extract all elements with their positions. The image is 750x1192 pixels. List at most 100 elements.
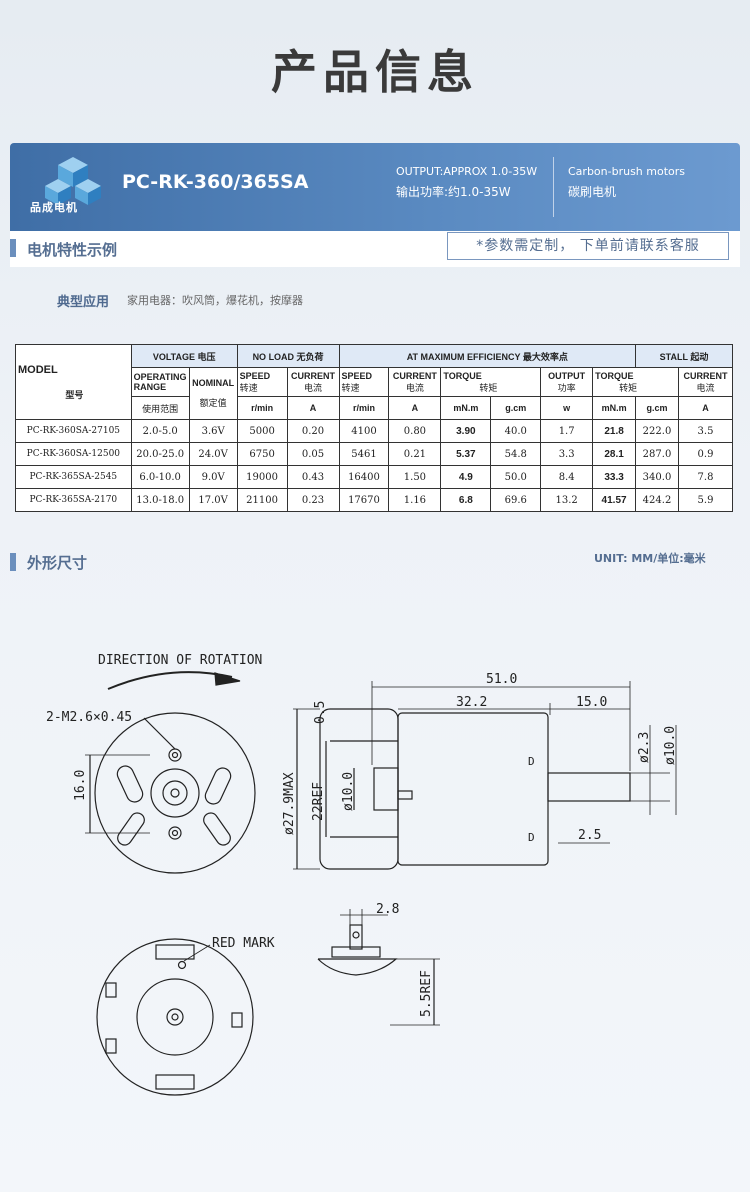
unit-mnm-2: mN.m [592,396,637,420]
value-cell: 50.0 [490,465,542,489]
unit-a: A [286,396,340,420]
page-title: 产品信息 [271,45,479,99]
model-cell: PC-RK-365SA-2170 [15,488,132,512]
value-cell: 2.0-5.0 [130,419,190,443]
value-cell: 3.6V [188,419,238,443]
value-cell: 19000 [236,465,288,489]
dim-22: 22REF [311,782,326,821]
custom-notice: *参数需定制， 下单前请联系客服 [447,232,729,260]
value-cell: 1.50 [388,465,442,489]
unit-gcm-2: g.cm [635,396,679,420]
unit-w: w [540,396,594,420]
banner-divider [553,157,554,217]
direction-label: DIRECTION OF ROTATION [98,653,262,668]
side-view-body [319,708,399,870]
header-model: MODEL 型号 [15,344,132,420]
value-cell: 0.20 [286,419,340,443]
section-title-dimensions: 外形尺寸 [27,554,88,572]
product-banner: 品成电机 PC-RK-360/365SA OUTPUT:APPROX 1.0-3… [10,143,740,231]
unit-rmin-2: r/min [338,396,390,420]
value-cell: 41.57 [592,488,637,512]
unit-gcm: g.cm [490,396,542,420]
motor-type-en: Carbon-brush motors [568,165,686,178]
header-stall: STALL 起动 [635,344,733,368]
dimension-drawing: DIRECTION OF ROTATION 2-M2.6×0.45 16.0 D… [46,653,678,1096]
value-cell: 20.0-25.0 [130,442,190,466]
value-cell: 54.8 [490,442,542,466]
value-cell: 0.23 [286,488,340,512]
value-cell: 40.0 [490,419,542,443]
arrowhead-icon [214,672,241,686]
model-cell: PC-RK-360SA-27105 [15,419,132,443]
spec-table: MODEL 型号 VOLTAGE 电压 NO LOAD 无负荷 AT MAXIM… [15,344,734,512]
output-en: OUTPUT:APPROX 1.0-35W [396,165,538,178]
value-cell: 222.0 [635,419,679,443]
value-cell: 13.2 [540,488,594,512]
brand-logo-icon [45,157,101,205]
value-cell: 0.43 [286,465,340,489]
section-title-specs: 电机特性示例 [27,241,118,259]
dim-0-5: 0.5 [313,701,328,724]
value-cell: 13.0-18.0 [130,488,190,512]
dim-2-8: 2.8 [376,902,399,917]
header-max-efficiency: AT MAXIMUM EFFICIENCY 最大效率点 [338,344,637,368]
unit-label: UNIT: MM/单位:毫米 [594,552,706,565]
unit-a-2: A [388,396,442,420]
value-cell: 28.1 [592,442,637,466]
value-cell: 5.9 [677,488,734,512]
value-cell: 5461 [338,442,390,466]
value-cell: 6.0-10.0 [130,465,190,489]
value-cell: 21100 [236,488,288,512]
value-cell: 0.9 [677,442,734,466]
value-cell: 17.0V [188,488,238,512]
value-cell: 16400 [338,465,390,489]
value-cell: 7.8 [677,465,734,489]
value-cell: 21.8 [592,419,637,443]
model-cell: PC-RK-365SA-2545 [15,465,132,489]
header-noload: NO LOAD 无负荷 [236,344,340,368]
rotation-arrow-icon [107,671,233,690]
application-label: 典型应用 [57,295,110,310]
value-cell: 33.3 [592,465,637,489]
mark-d-1: D [528,755,535,768]
value-cell: 0.21 [388,442,442,466]
dim-2-3: ø2.3 [637,732,652,763]
value-cell: 1.16 [388,488,442,512]
header-voltage: VOLTAGE 电压 [130,344,238,368]
application-text: 家用电器：吹风筒，爆花机，按摩器 [127,294,303,307]
screw-label: 2-M2.6×0.45 [46,710,132,725]
header-operating-range: OPERATING RANGE [130,367,190,397]
value-cell: 3.90 [440,419,492,443]
dim-51: 51.0 [486,672,517,687]
back-view-outer [96,938,254,1096]
value-cell: 6.8 [440,488,492,512]
value-cell: 1.7 [540,419,594,443]
value-cell: 0.05 [286,442,340,466]
dim-10-a: ø10.0 [341,772,356,811]
dim-16: 16.0 [73,770,88,801]
dim-10-b: ø10.0 [663,726,678,765]
value-cell: 4.9 [440,465,492,489]
detail-terminal [317,958,398,976]
unit-op-range: 使用范围 [130,396,190,420]
output-cn: 输出功率:约1.0-35W [396,185,511,199]
value-cell: 4100 [338,419,390,443]
section-marker-2 [10,553,16,571]
mark-d-2: D [528,831,535,844]
value-cell: 8.4 [540,465,594,489]
model-cell: PC-RK-360SA-12500 [15,442,132,466]
model-name: PC-RK-360/365SA [122,171,309,193]
value-cell: 17670 [338,488,390,512]
dim-27-9: ø27.9MAX [282,772,297,835]
value-cell: 287.0 [635,442,679,466]
